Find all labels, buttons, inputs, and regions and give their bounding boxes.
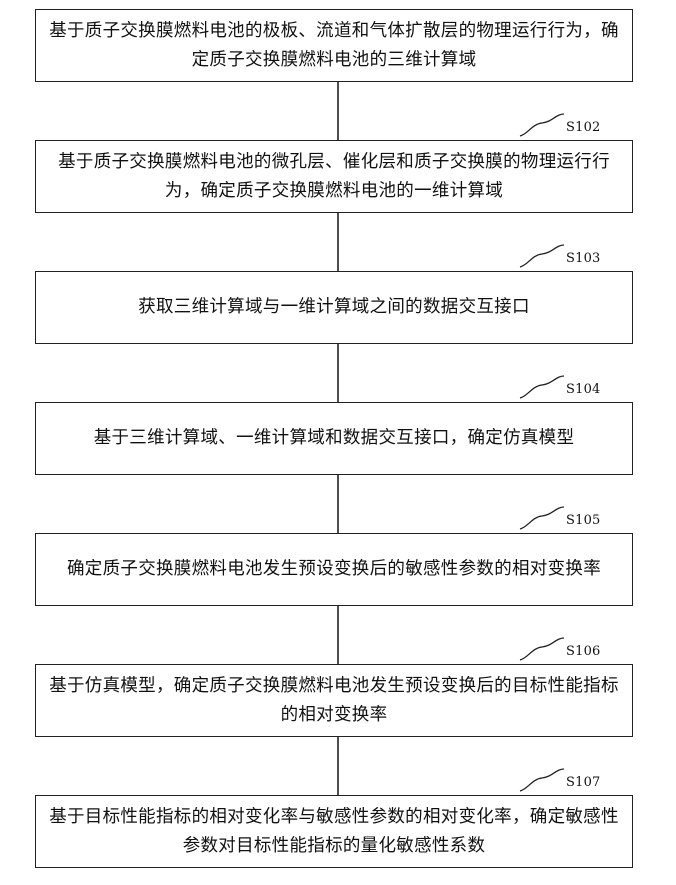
step-label-s102: S102 — [566, 120, 601, 135]
step-box-s105: 确定质子交换膜燃料电池发生预设变换后的敏感性参数的相对变换率 — [35, 533, 633, 606]
step-box-s107: 基于目标性能指标的相对变化率与敏感性参数的相对变化率，确定敏感性参数对目标性能指… — [35, 795, 633, 868]
label-leader-line — [520, 245, 564, 267]
label-leader-line — [520, 769, 564, 791]
label-leader-line — [520, 507, 564, 529]
step-box-s103: 获取三维计算域与一维计算域之间的数据交互接口 — [35, 271, 633, 344]
step-text-s101: 基于质子交换膜燃料电池的极板、流道和气体扩散层的物理运行行为，确定质子交换膜燃料… — [46, 17, 622, 75]
label-leader-line — [520, 638, 564, 660]
label-leader-line — [520, 376, 564, 398]
step-box-s101: 基于质子交换膜燃料电池的极板、流道和气体扩散层的物理运行行为，确定质子交换膜燃料… — [35, 9, 633, 82]
step-text-s102: 基于质子交换膜燃料电池的微孔层、催化层和质子交换膜的物理运行行为，确定质子交换膜… — [46, 148, 622, 206]
step-text-s105: 确定质子交换膜燃料电池发生预设变换后的敏感性参数的相对变换率 — [67, 555, 601, 584]
step-text-s107: 基于目标性能指标的相对变化率与敏感性参数的相对变化率，确定敏感性参数对目标性能指… — [46, 803, 622, 861]
step-text-s104: 基于三维计算域、一维计算域和数据交互接口，确定仿真模型 — [94, 424, 575, 453]
step-box-s102: 基于质子交换膜燃料电池的微孔层、催化层和质子交换膜的物理运行行为，确定质子交换膜… — [35, 140, 633, 213]
step-label-s105: S105 — [566, 513, 601, 528]
step-label-s106: S106 — [566, 644, 601, 659]
step-box-s104: 基于三维计算域、一维计算域和数据交互接口，确定仿真模型 — [35, 402, 633, 475]
step-text-s106: 基于仿真模型，确定质子交换膜燃料电池发生预设变换后的目标性能指标的相对变换率 — [46, 672, 622, 730]
step-label-s103: S103 — [566, 251, 601, 266]
step-label-s104: S104 — [566, 382, 601, 397]
step-text-s103: 获取三维计算域与一维计算域之间的数据交互接口 — [138, 293, 530, 322]
step-box-s106: 基于仿真模型，确定质子交换膜燃料电池发生预设变换后的目标性能指标的相对变换率 — [35, 664, 633, 737]
label-leader-line — [520, 114, 564, 136]
step-label-s107: S107 — [566, 775, 601, 790]
